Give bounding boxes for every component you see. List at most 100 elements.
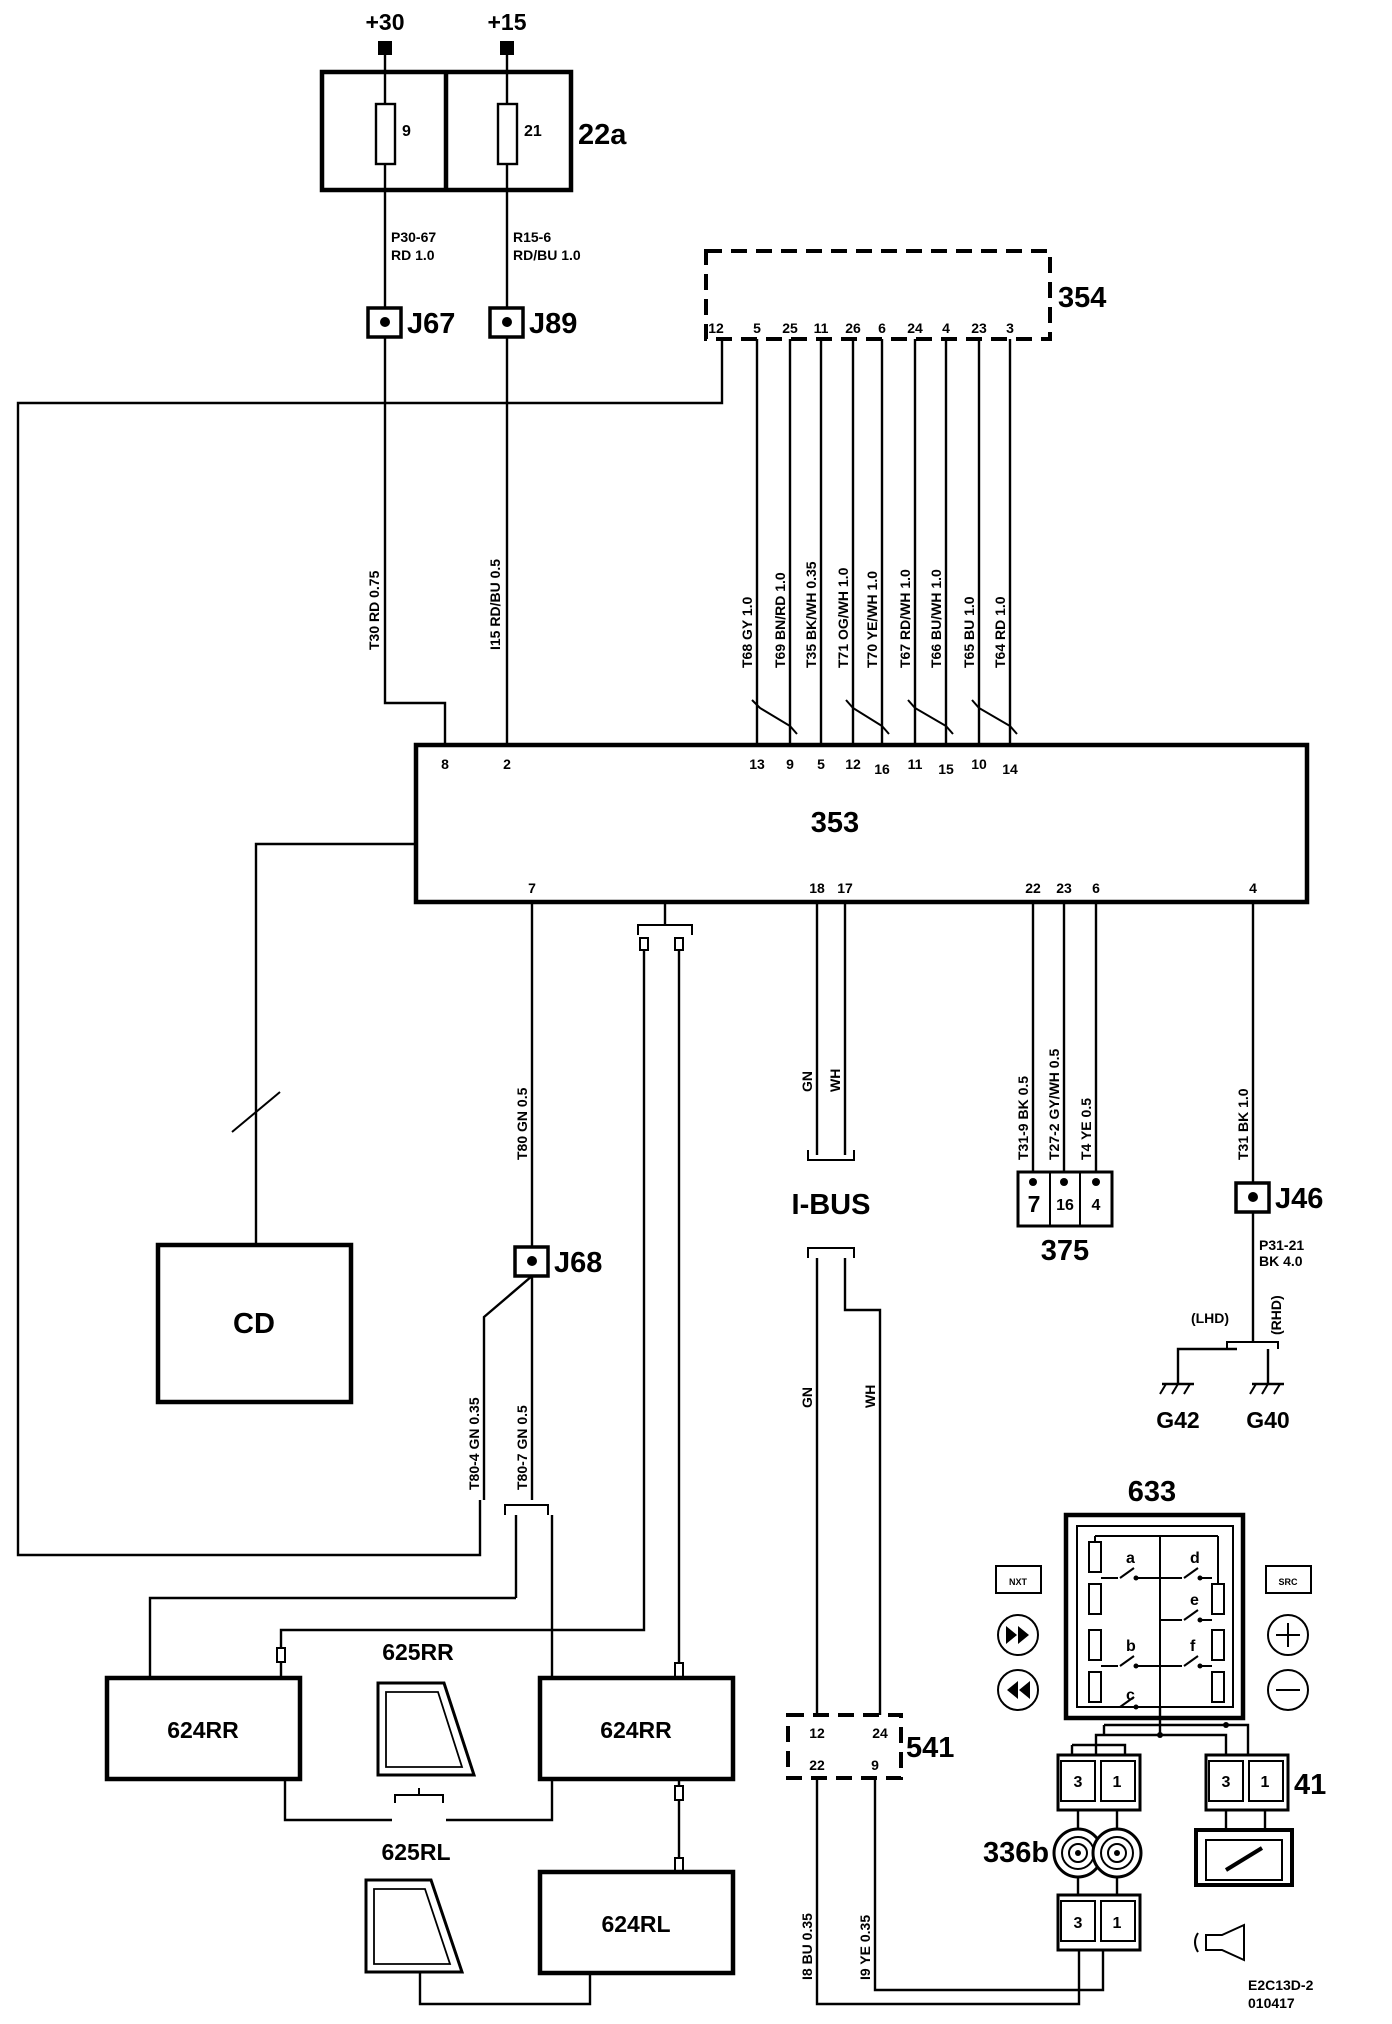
cd-label: CD (233, 1308, 275, 1340)
horn-pin-3: 3 (1074, 1774, 1083, 1791)
wire-t31-label: T31 BK 1.0 (1235, 1088, 1251, 1160)
pin353-top-8: 15 (938, 761, 954, 777)
pin354-8: 23 (971, 320, 987, 336)
horn-connector-upper: 3 1 (1056, 1753, 1142, 1812)
pin353-bot-4: 23 (1056, 880, 1072, 896)
volume-down-icon (1267, 1669, 1309, 1711)
pin353-top-6: 16 (874, 761, 890, 777)
pin354-0: 12 (708, 320, 724, 336)
wire354-2: T35 BK/WH 0.35 (803, 561, 819, 668)
tweeter-625rl-icon (364, 1878, 465, 1974)
tweeter-625rr-icon (376, 1681, 477, 1777)
speaker-left-label: 624RR (167, 1717, 239, 1743)
cd-bus-slash (231, 1091, 281, 1133)
wire-i8-label: I8 BU 0.35 (799, 1913, 815, 1980)
contact-f: f (1190, 1638, 1196, 1655)
twisted-pair-markers (751, 699, 1018, 735)
pin353-bot-3: 22 (1025, 880, 1041, 896)
wire-t80-4-label: T80-4 GN 0.35 (466, 1397, 482, 1490)
wire-i9-label: I9 YE 0.35 (857, 1915, 873, 1980)
fuse-9-icon (374, 102, 397, 166)
wire-i15-label: I15 RD/BU 0.5 (487, 559, 503, 650)
wire-t80-7-label: T80-7 GN 0.5 (514, 1405, 530, 1490)
wire-r15-spec: RD/BU 1.0 (513, 247, 581, 263)
pin541-1: 24 (872, 1725, 888, 1741)
ground-g42: G42 (1156, 1407, 1199, 1433)
fuse-21-icon (496, 102, 519, 166)
ground-g40-icon (1249, 1382, 1284, 1395)
pin353-top-2: 13 (749, 756, 765, 772)
relay-id: 41 (1294, 1769, 1326, 1801)
pin375-1: 16 (1056, 1197, 1074, 1214)
wire354-1: T69 BN/RD 1.0 (772, 572, 788, 668)
ground-rhd: (RHD) (1268, 1295, 1284, 1335)
contact-d: d (1190, 1550, 1200, 1567)
ground-g42-icon (1159, 1382, 1194, 1395)
pin353-bot-6: 4 (1249, 880, 1257, 896)
component-541: 12 24 22 9 541 (786, 1713, 954, 1780)
junction-j89: J89 (488, 306, 577, 340)
pin354-6: 24 (907, 320, 923, 336)
junction-j89-label: J89 (529, 308, 577, 340)
ibus-wh-upper: WH (827, 1069, 843, 1092)
pin353-top-0: 8 (441, 756, 449, 772)
speaker-624rr-right: 624RR (537, 1675, 736, 1782)
pin375-0: 7 (1028, 1191, 1041, 1217)
wire-p30-spec: RD 1.0 (391, 247, 435, 263)
junction-j46: J46 (1234, 1181, 1323, 1215)
relay-41: 3 1 41 (1204, 1753, 1326, 1812)
wire-p30-code: P30-67 (391, 229, 436, 245)
pin353-bot-0: 7 (528, 880, 536, 896)
wire375-1: T27-2 GY/WH 0.5 (1046, 1049, 1062, 1160)
fast-forward-icon (997, 1614, 1039, 1656)
src-label: SRC (1278, 1577, 1298, 1587)
wire354-7: T65 BU 1.0 (961, 596, 977, 668)
plus30-label: +30 (365, 9, 404, 35)
ground-lhd: (LHD) (1191, 1310, 1229, 1326)
contact-b: b (1126, 1638, 1136, 1655)
ibus-gn-upper: GN (799, 1071, 815, 1092)
cd-unit: CD (155, 1242, 354, 1405)
junction-j68: J68 (513, 1245, 602, 1279)
pin353-bot-1: 18 (809, 880, 825, 896)
pin354-2: 25 (782, 320, 798, 336)
fuse-a-label: 9 (402, 123, 411, 140)
ground-g40: G40 (1246, 1407, 1289, 1433)
wire354-4: T70 YE/WH 1.0 (864, 571, 880, 668)
relay-pin-3: 3 (1222, 1774, 1231, 1791)
wire354-0: T68 GY 1.0 (739, 596, 755, 668)
wire-t80-label: T80 GN 0.5 (514, 1087, 530, 1160)
ibus-label: I-BUS (792, 1189, 871, 1221)
volume-up-icon (1267, 1614, 1309, 1656)
component-353-id: 353 (811, 807, 859, 839)
pin353-bot-5: 6 (1092, 880, 1100, 896)
component-354-id: 354 (1058, 282, 1106, 314)
ibus-gn-lower: GN (799, 1387, 815, 1408)
pin354-4: 26 (845, 320, 861, 336)
horn-id: 336b (983, 1837, 1049, 1869)
pin354-1: 5 (753, 320, 761, 336)
nxt-button-icon: NXT (995, 1565, 1042, 1594)
junction-j67-label: J67 (407, 308, 455, 340)
pin353-top-1: 2 (503, 756, 511, 772)
nxt-label: NXT (1009, 1577, 1028, 1587)
speaker-right-label: 624RR (600, 1717, 672, 1743)
contact-e: e (1190, 1592, 1199, 1609)
relay-pin-1: 1 (1261, 1774, 1270, 1791)
fusebox-id: 22a (578, 119, 627, 151)
horn-pin-1: 1 (1113, 1774, 1122, 1791)
wire354-6: T66 BU/WH 1.0 (928, 569, 944, 668)
fusebox-22a: 9 21 22a (319, 69, 627, 193)
speaker-rl-label: 624RL (601, 1911, 670, 1937)
wire-r15-code: R15-6 (513, 229, 551, 245)
pin353-top-5: 12 (845, 756, 861, 772)
pin541-2: 22 (809, 1757, 825, 1773)
wire354-8: T64 RD 1.0 (992, 596, 1008, 668)
junction-j46-label: J46 (1275, 1183, 1323, 1215)
rewind-icon (997, 1669, 1039, 1711)
wire375-0: T31-9 BK 0.5 (1015, 1076, 1031, 1160)
power-plus30: +30 (365, 9, 405, 55)
pin354-3: 11 (814, 320, 829, 336)
pin353-top-7: 11 (908, 756, 923, 772)
